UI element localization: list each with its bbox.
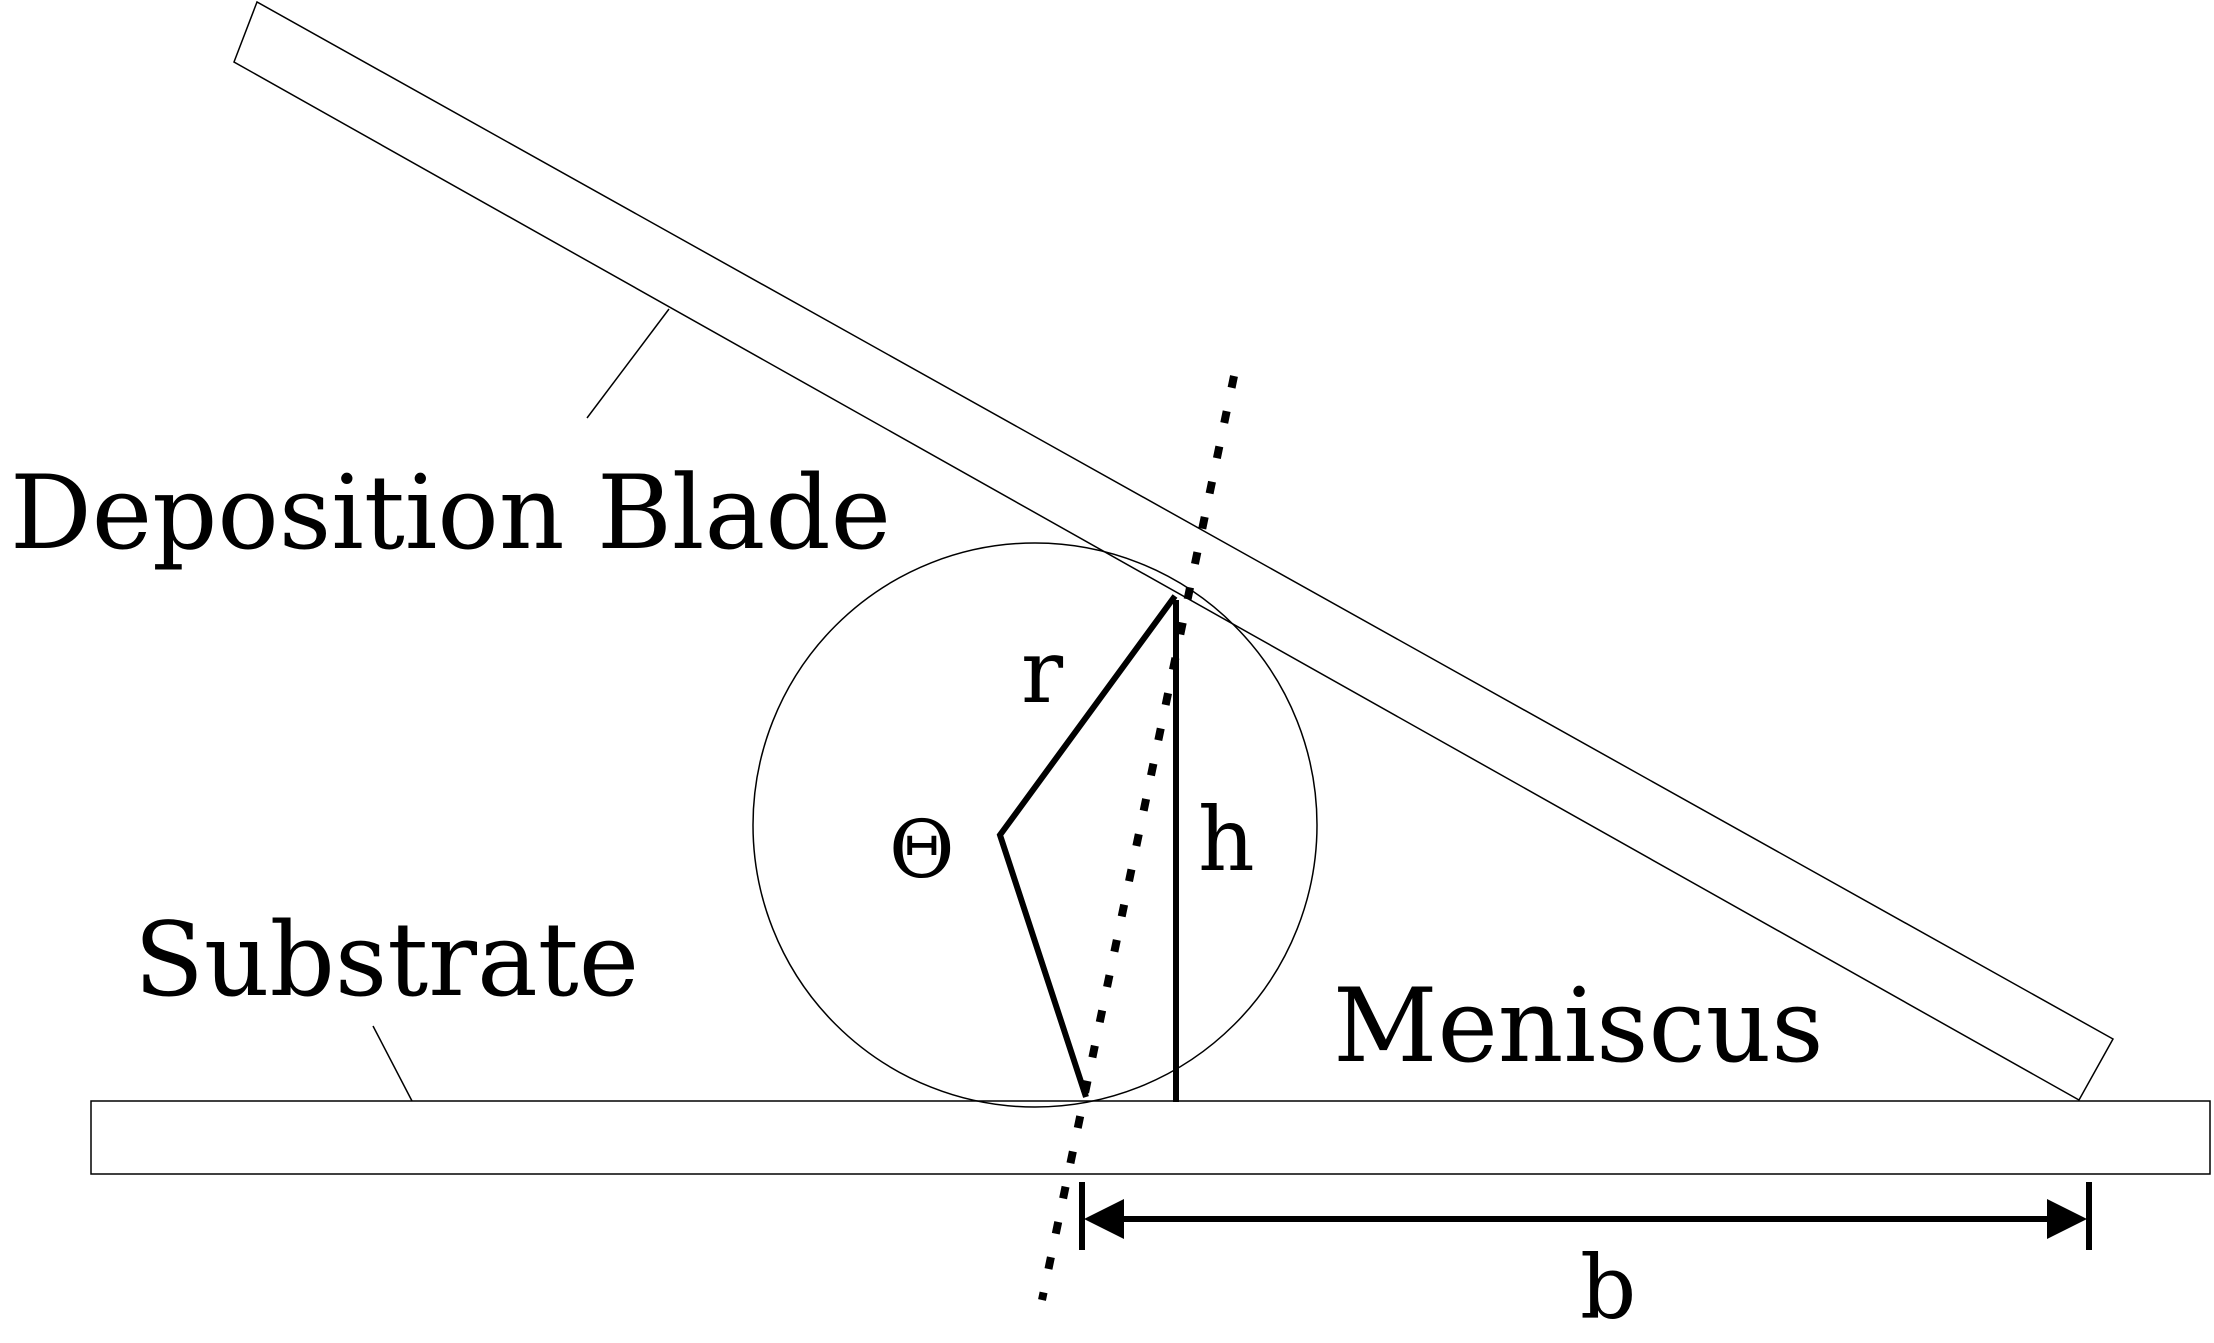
substrate-plate: [90, 1100, 2211, 1175]
dotted-reference-line: [1038, 375, 1238, 1301]
meniscus-circle: [752, 542, 1318, 1108]
angle-label: Θ: [889, 803, 955, 896]
substrate-label: Substrate: [134, 901, 639, 1020]
meniscus-label: Meniscus: [1333, 967, 1824, 1086]
arrowhead-right: [2047, 1199, 2087, 1239]
height-label: h: [1198, 788, 1255, 891]
arrowhead-left: [1084, 1199, 1124, 1239]
substrate-leader-line: [372, 1025, 413, 1102]
blade-leader-line: [586, 308, 670, 419]
blade-label: Deposition Blade: [10, 454, 891, 573]
radius-label: r: [1021, 620, 1064, 723]
width-label: b: [1580, 1236, 1636, 1339]
radius-lines: [996, 594, 1178, 1098]
deposition-blade: [233, 0, 2115, 1102]
